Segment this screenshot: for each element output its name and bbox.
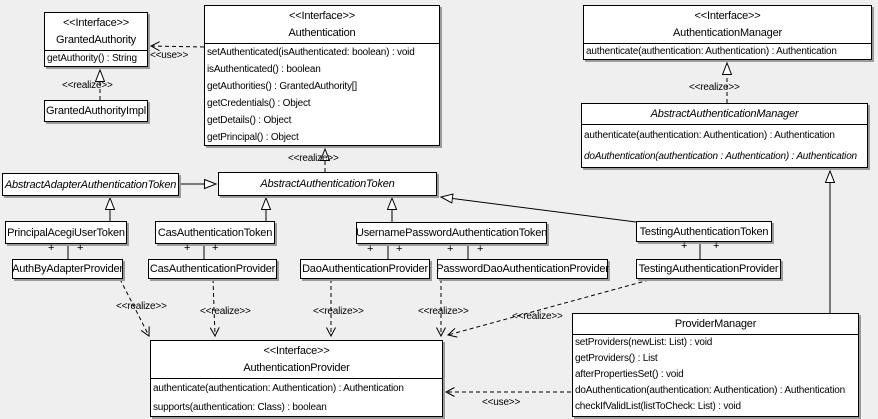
class-testing-authentication-provider: TestingAuthenticationProvider (636, 259, 781, 279)
class-username-password-authentication-token: UsernamePasswordAuthenticationToken (356, 222, 547, 244)
association-multiplicity: + (447, 243, 454, 255)
class-name: PasswordDaoAuthenticationProvider (436, 263, 609, 275)
method: isAuthenticated() : boolean (207, 64, 321, 75)
method: getPrincipal() : Object (207, 132, 299, 143)
class-granted-authority: <<Interface>> GrantedAuthority getAuthor… (44, 12, 148, 67)
use-edge-label: <<use>> (482, 397, 521, 408)
class-name: CasAuthenticationToken (157, 226, 273, 239)
association-multiplicity: + (77, 242, 84, 254)
association-multiplicity: + (212, 242, 219, 254)
association-multiplicity: + (477, 243, 484, 255)
realize-edge-label: <<realize>> (689, 82, 740, 93)
method: supports(authentication: Class) : boolea… (153, 402, 327, 413)
class-authentication-provider: <<Interface>> AuthenticationProvider aut… (150, 340, 443, 417)
realize-edge-label: <<realize>> (200, 306, 251, 317)
realize-authByAdapterProvider (119, 278, 150, 337)
class-name: AbstractAuthenticationManager (650, 108, 799, 120)
generalization-testingToken (441, 197, 637, 223)
class-name: UsernamePasswordAuthenticationToken (355, 227, 548, 239)
stereotype: <<Interface>> (694, 10, 761, 22)
association-multiplicity: + (396, 243, 403, 255)
method: authenticate(authentication: Authenticat… (584, 130, 835, 141)
class-granted-authority-impl: GrantedAuthorityImpl (44, 100, 148, 122)
class-name: GrantedAuthority (56, 34, 136, 46)
use-authentication-grantedAuthority (149, 41, 205, 52)
class-authentication-manager: <<Interface>> AuthenticationManager auth… (583, 5, 872, 60)
method: getAuthority() : String (47, 53, 137, 64)
class-abstract-adapter-authentication-token: AbstractAdapterAuthenticationToken (2, 173, 179, 196)
use-edge-label: <<use>> (150, 50, 189, 61)
class-name: ProviderManager (674, 318, 757, 330)
class-header: <<Interface>> AuthenticationProvider (151, 341, 442, 379)
realize-edge-label: <<realize>> (512, 311, 563, 322)
class-name: AuthenticationProvider (243, 362, 350, 374)
class-name: AbstractAdapterAuthenticationToken (4, 178, 177, 191)
realize-edge-label: <<realize>> (116, 301, 167, 312)
class-name: AuthByAdapterProvider (12, 263, 123, 275)
method: afterPropertiesSet() : void (575, 369, 684, 380)
class-header: <<Interface>> AuthenticationManager (584, 6, 871, 44)
class-name: DaoAuthenticationProvider (302, 263, 428, 275)
stereotype: <<Interface>> (263, 345, 330, 357)
realize-edge-label: <<realize>> (62, 80, 113, 91)
realize-edge-label: <<realize>> (288, 153, 339, 164)
stereotype: <<Interface>> (63, 17, 129, 29)
stereotype: <<Interface>> (289, 10, 355, 22)
method: authenticate(authentication: Authenticat… (586, 46, 837, 57)
class-name: AuthenticationManager (673, 27, 782, 39)
method: setAuthenticated(isAuthenticated: boolea… (207, 47, 415, 58)
method: setProviders(newList: List) : void (575, 337, 713, 348)
class-name: CasAuthenticationProvider (149, 263, 276, 275)
association-multiplicity: + (713, 240, 720, 252)
realize-edge-label: <<realize>> (313, 306, 364, 317)
method: authenticate(authentication: Authenticat… (153, 383, 404, 394)
class-name: TestingAuthenticationProvider (638, 263, 779, 275)
association-multiplicity: + (681, 240, 688, 252)
association-multiplicity: + (48, 242, 55, 254)
method: getDetails() : Object (207, 115, 292, 126)
class-password-dao-authentication-provider: PasswordDaoAuthenticationProvider (436, 259, 609, 279)
class-name: Authentication (288, 27, 356, 39)
class-cas-authentication-token: CasAuthenticationToken (155, 221, 275, 244)
class-abstract-authentication-manager: AbstractAuthenticationManager authentica… (581, 103, 868, 168)
association-multiplicity: + (184, 242, 191, 254)
class-testing-authentication-token: TestingAuthenticationToken (636, 221, 772, 242)
class-header: <<Interface>> GrantedAuthority (45, 13, 147, 51)
class-authentication: <<Interface>> Authentication setAuthenti… (204, 5, 440, 146)
realize-edge-label: <<realize>> (418, 306, 469, 317)
method: checkIfValidList(listToCheck: List) : vo… (575, 401, 741, 412)
class-header: ProviderManager (573, 314, 858, 335)
method: getProviders() : List (575, 353, 658, 364)
class-name: GrantedAuthorityImpl (46, 105, 146, 117)
method: doAuthentication(authentication : Authen… (584, 151, 857, 162)
class-name: TestingAuthenticationToken (639, 225, 769, 238)
realize-casAuthenticationProvider (209, 278, 220, 338)
class-dao-authentication-provider: DaoAuthenticationProvider (300, 259, 430, 279)
class-header: <<Interface>> Authentication (205, 6, 439, 44)
class-header: AbstractAuthenticationManager (582, 104, 867, 125)
method: getAuthorities() : GrantedAuthority[] (207, 81, 357, 92)
class-name: PrincipalAcegiUserToken (7, 226, 125, 239)
class-auth-by-adapter-provider: AuthByAdapterProvider (12, 259, 123, 279)
method: getCredentials() : Object (207, 98, 311, 109)
class-principal-acegi-user-token: PrincipalAcegiUserToken (5, 221, 127, 244)
class-provider-manager: ProviderManager setProviders(newList: Li… (572, 313, 859, 417)
class-name: AbstractAuthenticationToken (260, 178, 395, 190)
association-multiplicity: + (367, 243, 374, 255)
class-cas-authentication-provider: CasAuthenticationProvider (148, 259, 277, 279)
class-abstract-authentication-token: AbstractAuthenticationToken (218, 172, 437, 196)
method: doAuthentication(authentication: Authent… (575, 385, 845, 396)
